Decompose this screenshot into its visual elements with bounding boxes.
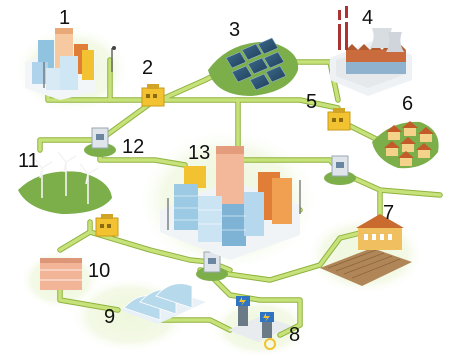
power-plant-icon (330, 6, 412, 96)
label-4: 4 (362, 7, 373, 29)
wind-farm-icon (18, 151, 112, 214)
label-8: 8 (289, 324, 300, 346)
label-3: 3 (229, 19, 240, 41)
label-11: 11 (18, 150, 39, 172)
greenhouse-icon (120, 283, 206, 324)
transformer-box-icon (327, 108, 351, 131)
number-labels: 1 2 3 4 5 6 7 8 9 10 11 12 13 (18, 7, 413, 346)
farm-icon (320, 214, 412, 286)
label-12: 12 (122, 136, 144, 158)
label-1: 1 (59, 7, 70, 29)
label-10: 10 (88, 260, 110, 282)
substation-icon (84, 127, 116, 157)
label-2: 2 (142, 57, 153, 79)
city-center-icon (160, 146, 301, 260)
substation-icon (324, 155, 356, 185)
transformer-box-icon (95, 214, 119, 237)
label-6: 6 (402, 93, 413, 115)
ev-charging-icon (228, 296, 292, 350)
label-5: 5 (306, 91, 317, 113)
transformer-box-icon (141, 84, 165, 107)
label-7: 7 (383, 202, 394, 224)
city-district-icon (25, 28, 116, 100)
houses-icon (372, 121, 439, 169)
label-9: 9 (104, 306, 115, 328)
solar-farm-icon (208, 37, 299, 96)
label-13: 13 (188, 142, 210, 164)
warehouse-icon (40, 258, 82, 290)
